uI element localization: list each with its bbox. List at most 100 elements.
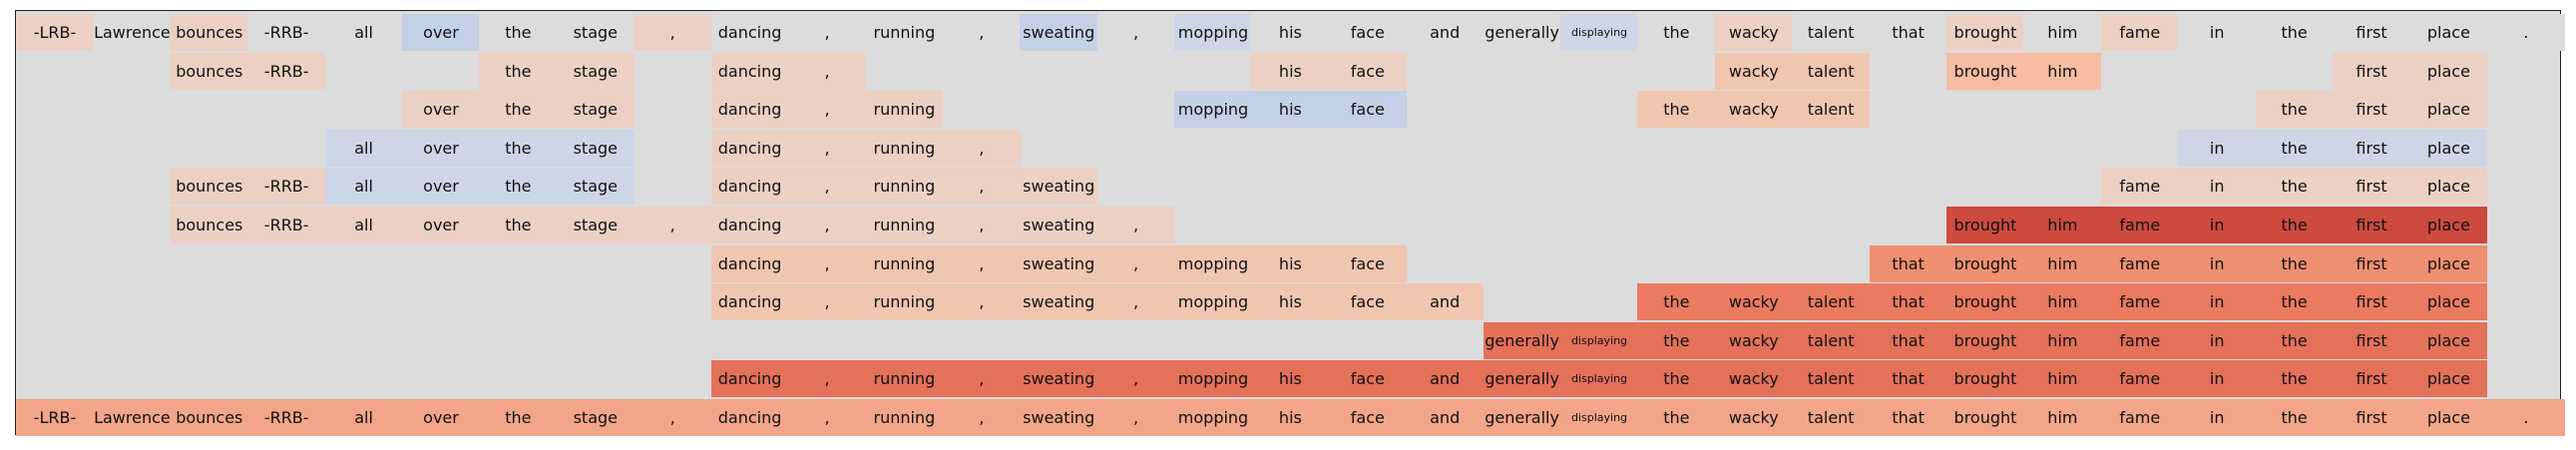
token-cell: , <box>1096 399 1175 436</box>
token-cell: place <box>2409 14 2488 51</box>
token-cell: the <box>479 91 558 129</box>
token-cell: running <box>865 129 944 167</box>
token-cell: his <box>1251 283 1330 321</box>
token-cell: , <box>942 244 1021 282</box>
token-cell: , <box>634 14 712 51</box>
token-cell: fame <box>2100 207 2179 243</box>
token-cell: sweating <box>1020 168 1098 206</box>
token-cell: and <box>1406 14 1485 51</box>
token-cell: place <box>2409 399 2488 436</box>
token-cell: that <box>1869 321 1947 359</box>
token-cell: wacky <box>1714 52 1793 90</box>
token-cell: stage <box>556 14 635 51</box>
token-cell: him <box>2023 399 2102 436</box>
token-cell: place <box>2409 283 2488 321</box>
token-cell: him <box>2023 14 2102 51</box>
token-cell: mopping <box>1174 399 1252 436</box>
token-cell: bounces <box>170 399 248 436</box>
token-cell: first <box>2333 207 2410 243</box>
token-cell: him <box>2023 283 2102 321</box>
token-cell: face <box>1328 399 1407 436</box>
token-cell: Lawrence <box>93 14 172 51</box>
token-cell: wacky <box>1714 399 1793 436</box>
token-cell: the <box>1637 321 1716 359</box>
token-cell: running <box>865 207 944 243</box>
token-cell: -LRB- <box>16 399 94 436</box>
token-cell: , <box>1096 283 1175 321</box>
token-cell: dancing <box>710 14 789 51</box>
token-cell: generally <box>1483 321 1561 359</box>
token-cell: all <box>324 129 403 167</box>
token-cell: him <box>2023 244 2102 282</box>
token-cell: dancing <box>710 283 789 321</box>
token-cell: , <box>788 14 866 51</box>
token-cell: the <box>479 168 558 206</box>
token-cell: all <box>324 399 403 436</box>
token-cell: his <box>1251 91 1330 129</box>
token-cell: -RRB- <box>247 399 326 436</box>
token-cell: sweating <box>1020 399 1098 436</box>
token-cell: dancing <box>710 207 789 243</box>
token-cell: and <box>1406 360 1485 398</box>
token-cell: wacky <box>1714 360 1793 398</box>
token-cell: place <box>2409 168 2488 206</box>
token-cell: face <box>1328 14 1407 51</box>
token-cell: in <box>2178 168 2257 206</box>
token-cell: in <box>2178 129 2257 167</box>
token-cell: , <box>788 91 866 129</box>
token-cell: sweating <box>1020 360 1098 398</box>
token-cell: in <box>2178 360 2257 398</box>
token-cell: him <box>2023 360 2102 398</box>
token-cell: , <box>942 360 1021 398</box>
token-cell: in <box>2178 283 2257 321</box>
token-cell: his <box>1251 52 1330 90</box>
token-cell: talent <box>1792 360 1871 398</box>
token-cell: first <box>2333 321 2410 359</box>
token-cell: mopping <box>1174 283 1252 321</box>
token-cell: generally <box>1483 14 1561 51</box>
token-cell: the <box>2255 360 2334 398</box>
token-cell: the <box>2255 321 2334 359</box>
token-cell: talent <box>1792 321 1871 359</box>
token-cell: -RRB- <box>247 14 326 51</box>
token-cell: first <box>2333 168 2410 206</box>
token-cell: brought <box>1946 360 2024 398</box>
token-cell: wacky <box>1714 91 1793 129</box>
token-cell: , <box>942 14 1021 51</box>
token-cell: first <box>2333 52 2410 90</box>
token-cell: Lawrence <box>93 399 172 436</box>
token-cell: stage <box>556 168 635 206</box>
token-cell: running <box>865 14 944 51</box>
token-cell: in <box>2178 14 2257 51</box>
token-cell: all <box>324 207 403 243</box>
token-cell: , <box>1096 360 1175 398</box>
token-cell: displaying <box>1560 14 1638 51</box>
token-cell: first <box>2333 14 2410 51</box>
token-cell: -LRB- <box>16 14 94 51</box>
token-cell: sweating <box>1020 244 1098 282</box>
token-cell: the <box>2255 14 2334 51</box>
token-cell: place <box>2409 207 2488 243</box>
token-cell: brought <box>1946 14 2024 51</box>
token-cell: face <box>1328 360 1407 398</box>
token-cell: place <box>2409 244 2488 282</box>
token-cell: his <box>1251 244 1330 282</box>
token-cell: the <box>2255 244 2334 282</box>
token-cell: , <box>942 399 1021 436</box>
token-cell: fame <box>2100 399 2179 436</box>
token-cell: face <box>1328 91 1407 129</box>
token-cell: over <box>402 207 480 243</box>
token-cell: that <box>1869 360 1947 398</box>
token-cell: -RRB- <box>247 168 326 206</box>
token-cell: the <box>479 399 558 436</box>
token-cell: that <box>1869 244 1947 282</box>
token-cell: brought <box>1946 52 2024 90</box>
token-cell: the <box>2255 207 2334 243</box>
token-cell: displaying <box>1560 399 1638 436</box>
token-cell: all <box>324 168 403 206</box>
token-cell: fame <box>2100 360 2179 398</box>
token-cell: in <box>2178 321 2257 359</box>
token-cell: in <box>2178 244 2257 282</box>
token-cell: the <box>2255 168 2334 206</box>
